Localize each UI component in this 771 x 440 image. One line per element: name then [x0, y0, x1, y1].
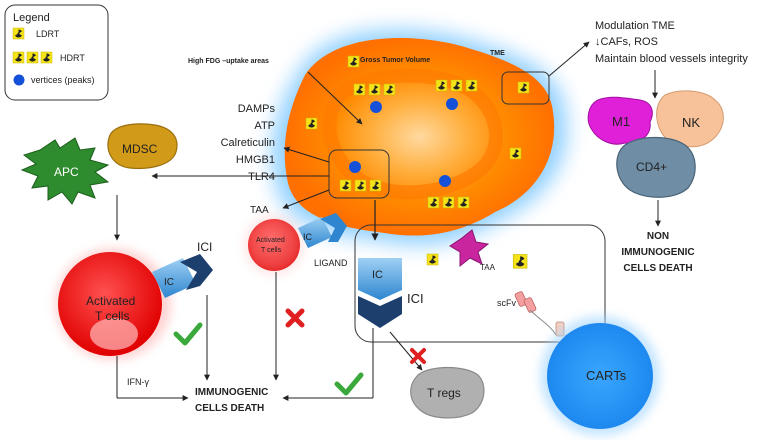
check-icon-center	[334, 372, 364, 396]
ici-left-drug	[180, 254, 213, 290]
high-fdg-label: High FDG –uptake areas	[188, 58, 269, 65]
tme-effect-2: ↓CAFs, ROS	[595, 36, 658, 48]
immunogenic-line1: IMMUNOGENIC	[195, 387, 268, 398]
tme-arrow	[548, 41, 590, 77]
check-icon-left	[173, 322, 203, 346]
legend-hdrt-icon	[12, 51, 53, 64]
ic-mid-label: IC	[303, 232, 313, 242]
ifn-label: IFN-γ	[127, 377, 149, 387]
legend-peak-label: vertices (peaks)	[31, 75, 95, 85]
tme-label: TME	[490, 50, 505, 57]
tregs-label: T regs	[427, 386, 461, 400]
scfv-light	[523, 297, 537, 313]
scfv-heavy	[514, 291, 528, 307]
box-radiation-icon	[512, 253, 528, 269]
tregs-cross-icon	[410, 348, 426, 364]
activated-t-label-1: Activated	[86, 294, 135, 308]
ligand-label: LIGAND	[314, 258, 348, 268]
small-activated-label-2: T cells	[261, 247, 282, 254]
treatment-box	[354, 224, 606, 343]
cross-icon-mid	[285, 308, 305, 328]
non-immuno-line2: IMMUNOGENIC	[621, 247, 694, 258]
tumor-ring	[322, 68, 503, 200]
tme-effect-3: Maintain blood vessels integrity	[595, 53, 748, 65]
mdsc-cell	[107, 123, 178, 170]
non-immuno-line3: CELLS DEATH	[623, 263, 692, 274]
ici-center-label: ICI	[407, 291, 424, 306]
apc-cell	[20, 137, 110, 205]
damps-item-4: TLR4	[248, 171, 275, 183]
legend-ldrt-label: LDRT	[36, 29, 60, 39]
carts-cell	[547, 323, 653, 429]
ligand-shape	[320, 213, 347, 242]
damps-item-1: ATP	[254, 120, 275, 132]
ic-left-receptor	[152, 258, 196, 298]
ic-mid-receptor	[298, 217, 332, 248]
fdg-box	[328, 149, 390, 199]
peak-dots	[349, 98, 458, 187]
activated-t-label-2: T cells	[95, 309, 129, 323]
legend-hdrt-label: HDRT	[60, 53, 85, 63]
cd4-label: CD4+	[636, 160, 667, 174]
car-hinge	[529, 309, 557, 336]
mdsc-label: MDSC	[122, 142, 158, 156]
ici-left-label: ICI	[197, 240, 212, 254]
damps-item-3: HMGB1	[236, 154, 275, 166]
ici-center-drug	[358, 296, 402, 328]
legend: Legend LDRT HDRT vertices (peaks)	[4, 4, 109, 101]
tme-effect-1: Modulation TME	[595, 20, 675, 32]
damps-arrow	[283, 146, 330, 163]
non-immuno-line1: NON	[647, 231, 669, 242]
small-activated-label-1: Activated	[256, 237, 285, 244]
m1-label: M1	[612, 114, 630, 129]
immunogenic-line2: CELLS DEATH	[195, 403, 264, 414]
legend-title: Legend	[13, 12, 50, 24]
ic-center-label: IC	[372, 269, 383, 281]
tme-box	[501, 71, 550, 105]
ic-center-receptor	[358, 258, 402, 300]
legend-peak-icon	[13, 74, 25, 86]
damps-item-0: DAMPs	[238, 103, 276, 115]
gross-tumor-volume-label: Gross Tumor Volume	[360, 57, 430, 64]
legend-ldrt-icon	[12, 27, 25, 40]
taa-right-label: TAA	[480, 263, 496, 272]
tregs-arrow	[389, 331, 423, 371]
cd4-cell	[616, 136, 696, 198]
taa-left-label: TAA	[250, 205, 269, 216]
nk-cell	[656, 90, 724, 148]
damps-item-2: Calreticulin	[221, 137, 275, 149]
tregs-cell	[410, 366, 485, 419]
taa-antigen	[449, 229, 490, 268]
ic-left-label: IC	[164, 277, 174, 288]
damps-list: DAMPs ATP Calreticulin HMGB1 TLR4	[221, 103, 276, 183]
fdg-arrow	[307, 71, 363, 125]
taa-arrow	[282, 189, 330, 209]
activated-t-nucleus	[90, 318, 138, 350]
nk-label: NK	[682, 115, 700, 130]
scfv-label: scFv	[497, 298, 516, 308]
carts-label: CARTs	[586, 368, 627, 383]
apc-label: APC	[54, 165, 79, 179]
